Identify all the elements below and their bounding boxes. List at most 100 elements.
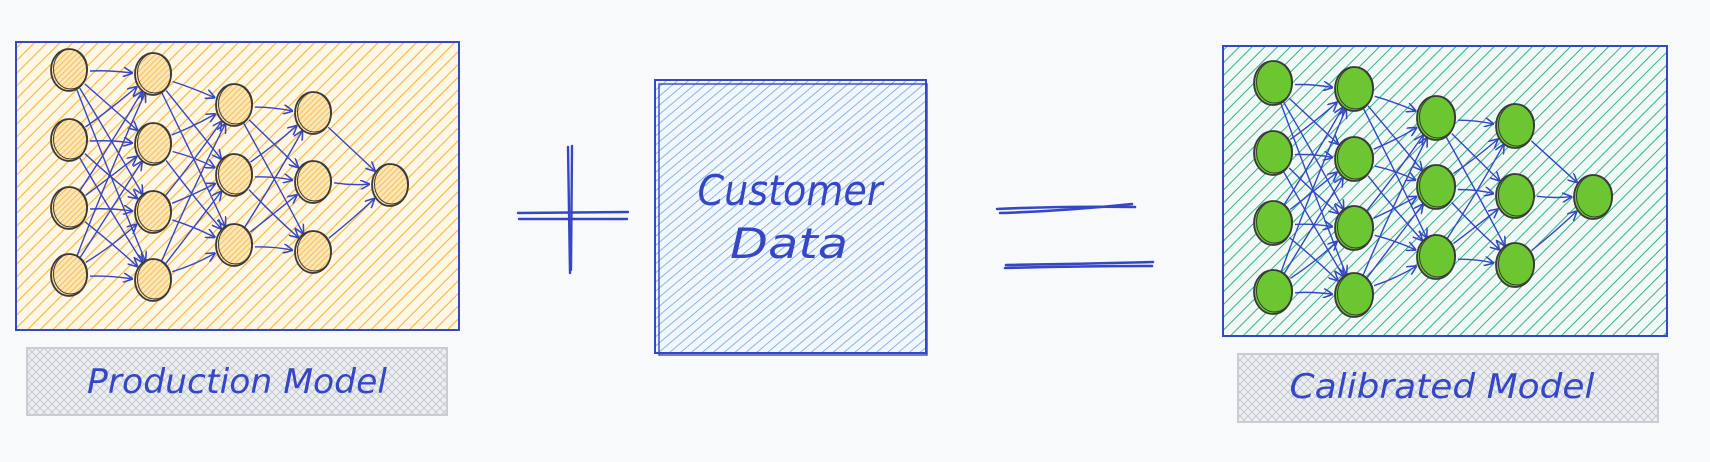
calibrated-connection [1457, 120, 1493, 124]
production-connection [333, 183, 369, 185]
calibrated-neuron-outline [1337, 205, 1374, 249]
production-connection [172, 80, 215, 98]
calibrated-connection [1366, 205, 1422, 278]
calibrated-connection [1446, 145, 1503, 239]
production-connection [171, 184, 215, 204]
calibrated-connection [1288, 237, 1337, 281]
production-neuron-outline [218, 83, 253, 125]
calibrated-network [1253, 60, 1613, 318]
production-neuron-outline [53, 186, 88, 228]
production-connection [85, 87, 137, 128]
calibrated-connection [1294, 292, 1332, 294]
customer-data-box: Customer Data [654, 79, 928, 356]
calibrated-connection [1451, 202, 1500, 250]
calibrated-connection [1530, 140, 1576, 182]
production-neuron-outline [374, 163, 409, 205]
production-connection [327, 126, 374, 170]
calibrated-connection [1457, 259, 1493, 263]
calibrated-connection [1373, 266, 1416, 287]
production-label-box: Production Model [26, 347, 448, 416]
production-neuron-outline [53, 48, 88, 90]
calibrated-connection [1452, 209, 1497, 245]
customer-data-label-line2: Data [730, 219, 848, 268]
customer-data-background [654, 79, 927, 354]
calibrated-connection [1289, 103, 1336, 140]
production-model-label: Production Model [87, 362, 388, 402]
production-connection [254, 107, 292, 111]
production-neuron-outline [137, 258, 172, 300]
plus-sign [516, 144, 630, 275]
production-neuron-outline [218, 153, 253, 195]
production-connection [85, 157, 137, 196]
calibrated-neuron-outline [1256, 130, 1293, 174]
production-connection [165, 192, 221, 264]
calibrated-neuron-outline [1337, 136, 1374, 180]
production-connection [249, 195, 296, 233]
production-connection [161, 124, 225, 262]
production-neuron-outline [297, 91, 332, 133]
calibrated-connection [1289, 173, 1336, 210]
calibrated-neuron-outline [1337, 272, 1374, 316]
production-connection [89, 276, 132, 279]
calibrated-connection [1531, 212, 1577, 252]
calibrated-connection [1536, 196, 1571, 197]
production-connection [161, 92, 225, 226]
production-connection [79, 162, 141, 258]
production-neuron-outline [53, 253, 88, 295]
calibrated-neuron-outline [1256, 60, 1293, 104]
calibrated-neuron-outline [1256, 269, 1293, 313]
calibrated-neuron-outline [1419, 164, 1456, 208]
calibrated-neuron-outline [1337, 66, 1374, 110]
calibrated-connection [1373, 128, 1417, 150]
production-connection [248, 189, 298, 238]
production-neuron-outline [218, 223, 253, 265]
production-label-background [26, 347, 448, 416]
calibrated-connection [1373, 197, 1417, 219]
production-connection [84, 153, 137, 199]
production-connection [172, 253, 214, 273]
calibrated-connection [1280, 109, 1346, 272]
production-connection [248, 119, 298, 168]
calibrated-connection [1367, 105, 1422, 170]
calibrated-connection [1453, 139, 1497, 175]
calibrated-neuron-outline [1419, 95, 1456, 139]
production-connection [165, 89, 221, 158]
calibrated-model-panel [1222, 45, 1668, 337]
production-connection [250, 126, 297, 163]
production-connection [89, 71, 132, 73]
production-neuron-outline [137, 190, 172, 232]
calibrated-label-background [1237, 353, 1659, 423]
production-connection [76, 93, 145, 256]
calibrated-connection [1283, 178, 1342, 274]
production-connection [79, 92, 142, 191]
calibrated-neuron-outline [1256, 200, 1293, 244]
production-connection [328, 199, 374, 239]
calibrated-connection [1374, 95, 1416, 110]
calibrated-connection [1294, 85, 1332, 88]
production-neuron-outline [297, 160, 332, 202]
equals-sign [995, 202, 1155, 270]
production-neuron-outline [53, 118, 88, 160]
calibrated-connection [1366, 136, 1423, 211]
calibrated-connection [1283, 108, 1342, 205]
calibrated-neuron-outline [1498, 242, 1535, 286]
production-connection [85, 225, 136, 263]
calibrated-model-label: Calibrated Model [1290, 367, 1596, 407]
production-connection [254, 177, 292, 180]
calibrated-neuron-outline [1576, 174, 1613, 218]
calibrated-connection [1289, 242, 1336, 279]
production-connection [165, 122, 222, 196]
production-network [50, 48, 409, 302]
production-connection [244, 131, 302, 228]
production-neuron-outline [137, 122, 172, 164]
customer-data-label-line1: Customer [698, 166, 885, 215]
production-connection [79, 157, 142, 262]
calibrated-connection [1362, 138, 1427, 276]
production-model-panel [15, 41, 460, 331]
production-connection [171, 114, 215, 136]
calibrated-label-box: Calibrated Model [1237, 353, 1659, 423]
production-neuron-outline [137, 52, 172, 94]
production-connection [84, 83, 137, 130]
production-connection [254, 247, 292, 250]
